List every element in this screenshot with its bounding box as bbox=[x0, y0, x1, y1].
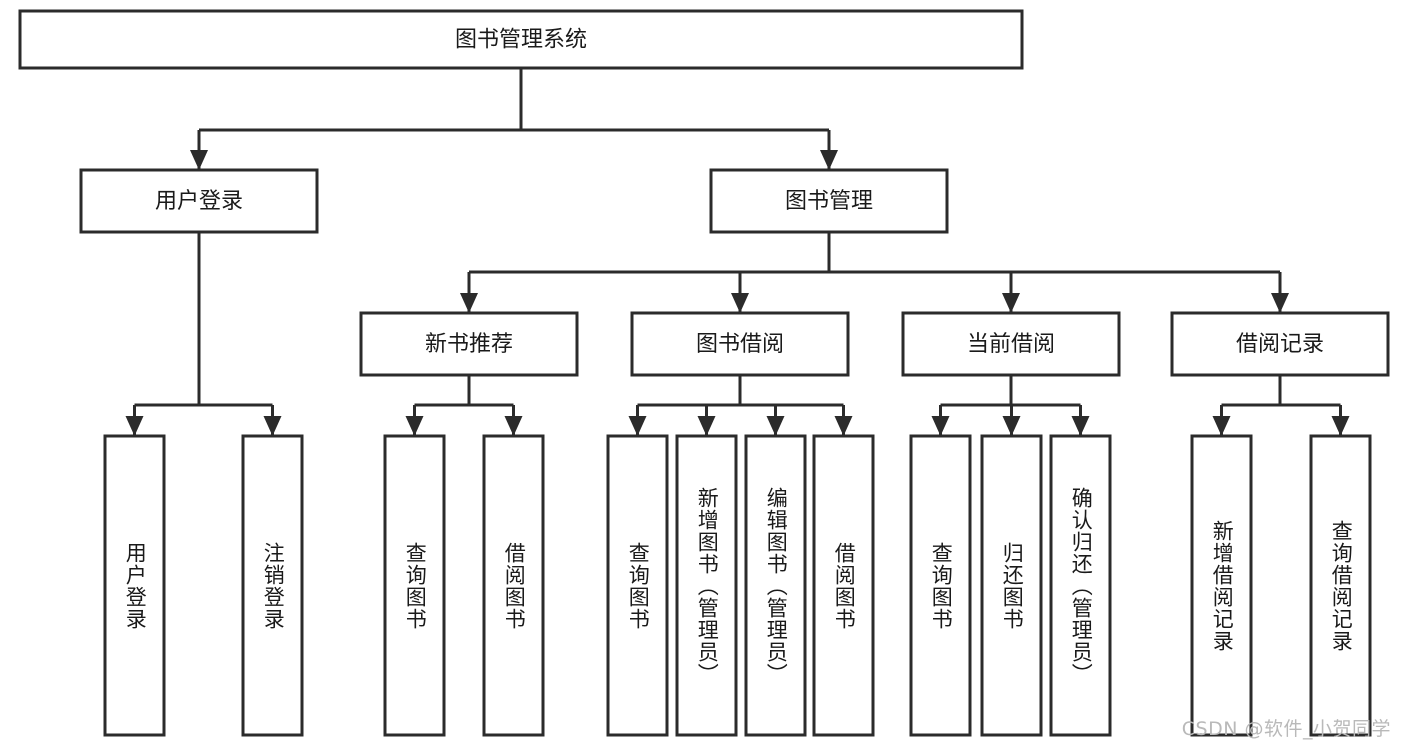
arrow-head-icon-leaf-confirm-return bbox=[1071, 416, 1090, 436]
node-label-current-borrow: 当前借阅 bbox=[967, 332, 1055, 357]
arrow-head-icon-leaf-return-book bbox=[1002, 416, 1021, 436]
node-box-leaf-add-book[interactable] bbox=[675, 434, 738, 737]
arrow-head-icon-leaf-query-record bbox=[1331, 416, 1350, 436]
node-box-leaf-add-record[interactable] bbox=[1190, 434, 1253, 737]
node-label-book-manage: 图书管理 bbox=[785, 189, 873, 214]
node-box-borrow-record[interactable] bbox=[1170, 311, 1390, 377]
node-box-leaf-borrow-book-2[interactable] bbox=[812, 434, 875, 737]
arrow-head-icon-borrow-record bbox=[1271, 293, 1289, 313]
box-layer bbox=[18, 9, 1390, 737]
node-label-user-login: 用户登录 bbox=[155, 189, 243, 214]
node-box-new-book-rec[interactable] bbox=[359, 311, 579, 377]
node-box-leaf-query-record[interactable] bbox=[1309, 434, 1372, 737]
arrow-head-icon-book-borrow bbox=[731, 293, 749, 313]
node-box-leaf-confirm-return[interactable] bbox=[1049, 434, 1112, 737]
node-label-borrow-record: 借阅记录 bbox=[1236, 332, 1324, 357]
node-box-user-login[interactable] bbox=[79, 168, 319, 234]
watermark-text: CSDN @软件_小贺同学 bbox=[1181, 718, 1391, 740]
arrow-head-icon-leaf-edit-book bbox=[766, 416, 785, 436]
arrow-head-icon-leaf-query-book-3 bbox=[931, 416, 950, 436]
node-box-book-manage[interactable] bbox=[709, 168, 949, 234]
node-box-leaf-query-book-3[interactable] bbox=[909, 434, 972, 737]
node-label-new-book-rec: 新书推荐 bbox=[425, 332, 513, 357]
arrow-head-icon-leaf-borrow-book-2 bbox=[834, 416, 853, 436]
arrow-head-icon-new-book-rec bbox=[460, 293, 478, 313]
node-box-leaf-user-logout[interactable] bbox=[241, 434, 304, 737]
arrow-head-icon-book-manage bbox=[820, 150, 838, 170]
node-label-book-borrow: 图书借阅 bbox=[696, 332, 784, 357]
arrow-head-icon-leaf-user-logout bbox=[263, 416, 282, 436]
node-box-leaf-query-book-2[interactable] bbox=[606, 434, 669, 737]
node-box-root[interactable] bbox=[18, 9, 1024, 70]
node-box-leaf-query-book-1[interactable] bbox=[383, 434, 446, 737]
node-box-leaf-return-book[interactable] bbox=[980, 434, 1043, 737]
arrow-head-icon-leaf-query-book-2 bbox=[628, 416, 647, 436]
node-box-current-borrow[interactable] bbox=[901, 311, 1121, 377]
arrow-head-icon-leaf-add-book bbox=[697, 416, 716, 436]
arrow-head-icon-current-borrow bbox=[1002, 293, 1020, 313]
arrow-head-icon-leaf-user-login bbox=[125, 416, 144, 436]
node-box-leaf-borrow-book-1[interactable] bbox=[482, 434, 545, 737]
node-box-leaf-user-login[interactable] bbox=[103, 434, 166, 737]
arrow-head-icon-leaf-borrow-book-1 bbox=[504, 416, 523, 436]
arrow-head-icon-user-login bbox=[190, 150, 208, 170]
node-label-root: 图书管理系统 bbox=[455, 28, 587, 53]
arrow-head-icon-leaf-add-record bbox=[1212, 416, 1231, 436]
node-box-leaf-edit-book[interactable] bbox=[744, 434, 807, 737]
arrow-head-icon-leaf-query-book-1 bbox=[405, 416, 424, 436]
node-box-book-borrow[interactable] bbox=[630, 311, 850, 377]
connector-layer bbox=[125, 68, 1350, 436]
